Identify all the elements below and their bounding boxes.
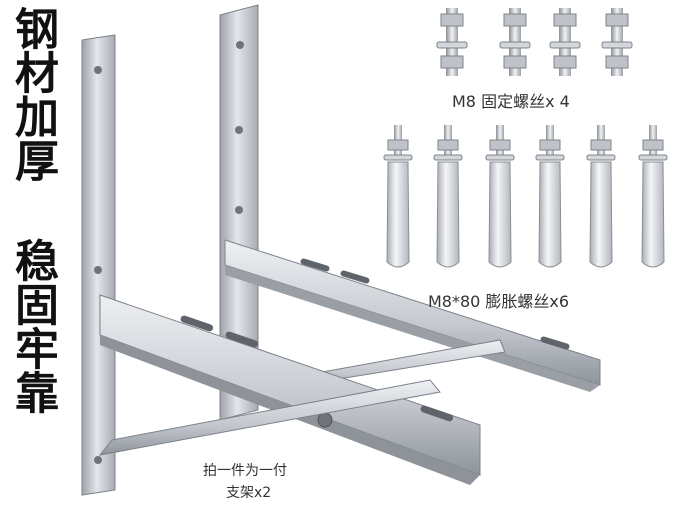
headline-top-text: 钢材加厚 [7,6,58,182]
fixing-bolt [436,8,468,76]
fixing-bolt-set [436,8,633,76]
expansion-bolts-caption: M8*80 膨胀螺丝x6 [428,292,570,311]
fixing-bolt [549,8,581,76]
expansion-bolt [586,125,616,268]
headline-thicker-steel: 钢材加厚 [4,6,60,182]
fixing-bolt [499,8,531,76]
bracket-front [81,34,481,496]
bracket-pair-caption-line2: 支架x2 [226,485,272,501]
headline-bottom-text: 稳固牢靠 [7,238,58,414]
expansion-bolt [433,125,463,268]
expansion-bolt [383,125,413,268]
headline-stable-firm: 稳固牢靠 [4,238,60,414]
expansion-bolt [485,125,515,268]
bracket-pair-caption-line1: 拍一件为一付 [203,463,287,479]
fixing-bolts-caption: M8 固定螺丝x 4 [452,92,570,111]
expansion-bolt-set [383,125,668,268]
fixing-bolt [601,8,633,76]
expansion-bolt [638,125,668,268]
bracket-back [219,4,601,421]
expansion-bolt [535,125,565,268]
